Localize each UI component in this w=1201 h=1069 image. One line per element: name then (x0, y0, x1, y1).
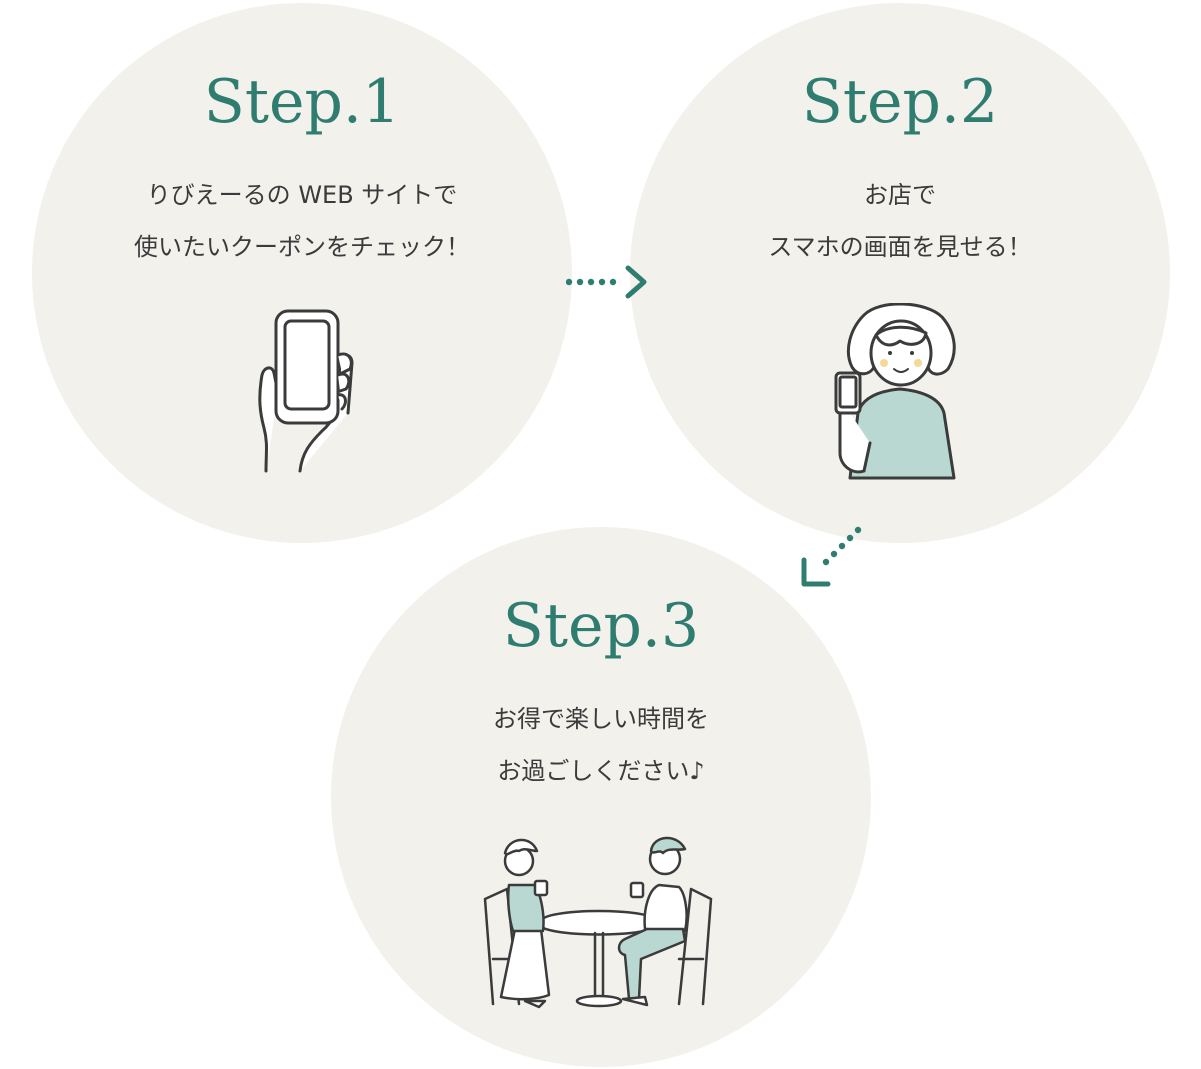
step-1-title: Step.1 (203, 67, 401, 137)
woman-phone-icon (834, 303, 956, 480)
dotted-arrow-right-icon (566, 265, 647, 299)
step-1-description: りびえーるの WEB サイトで 使いたいクーポンをチェック！ (32, 169, 572, 273)
step-1-line-2: 使いたいクーポンをチェック！ (134, 233, 470, 261)
step-3-title: Step.3 (502, 591, 700, 661)
step-2-title: Step.2 (801, 67, 999, 137)
step-3-line-2: お過ごしください♪ (497, 757, 705, 785)
step-1-circle: Step.1 りびえーるの WEB サイトで 使いたいクーポンをチェック！ (32, 3, 572, 543)
step-3-description: お得で楽しい時間を お過ごしください♪ (331, 693, 871, 797)
step-3-line-1: お得で楽しい時間を (493, 705, 709, 733)
step-2-circle: Step.2 お店で スマホの画面を見せる！ (630, 3, 1170, 543)
step-2-description: お店で スマホの画面を見せる！ (630, 169, 1170, 273)
step-1-line-1: りびえーるの WEB サイトで (146, 181, 458, 209)
step-2-line-2: スマホの画面を見せる！ (768, 233, 1032, 261)
cafe-couple-icon (483, 836, 713, 1009)
step-2-line-1: お店で (864, 181, 936, 209)
hand-phone-icon (258, 309, 354, 473)
dotted-arrow-down-left-icon (801, 526, 862, 587)
step-3-circle: Step.3 お得で楽しい時間を お過ごしください♪ (331, 527, 871, 1067)
